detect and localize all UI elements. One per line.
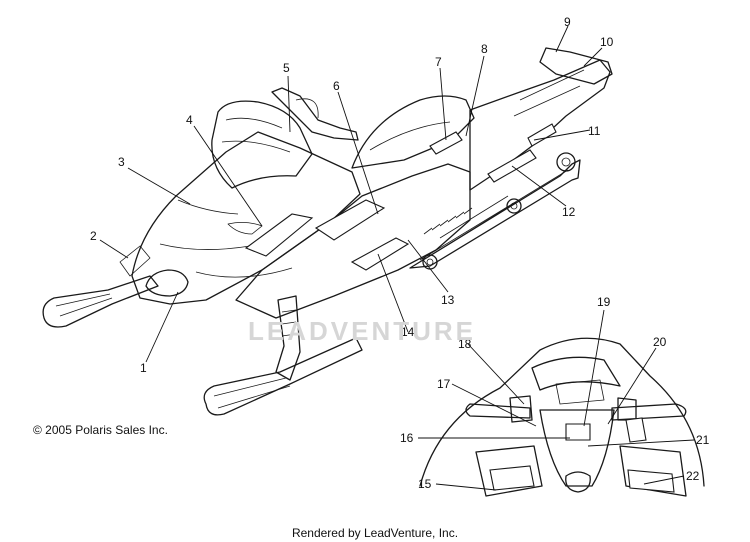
callout-4: 4 bbox=[186, 113, 193, 127]
decal-right-side bbox=[625, 417, 647, 443]
callout-8: 8 bbox=[481, 42, 488, 56]
callout-11: 11 bbox=[588, 124, 601, 138]
cockpit-inset-drawing bbox=[419, 337, 705, 497]
callout-15: 15 bbox=[418, 477, 432, 491]
callout-14: 14 bbox=[401, 325, 415, 339]
callout-12: 12 bbox=[562, 205, 576, 219]
callout-18: 18 bbox=[458, 337, 472, 351]
snowmobile-drawing bbox=[42, 47, 613, 416]
callout-20: 20 bbox=[653, 335, 667, 349]
callout-19: 19 bbox=[597, 295, 611, 309]
callout-labels: 1 2 3 4 5 6 7 8 9 10 11 12 13 14 15 16 1… bbox=[90, 15, 710, 491]
callout-22: 22 bbox=[686, 469, 700, 483]
callout-6: 6 bbox=[333, 79, 340, 93]
decal-left-cover bbox=[489, 465, 535, 491]
callout-21: 21 bbox=[696, 433, 710, 447]
decal-side-lower bbox=[350, 237, 410, 271]
decal-right-cover bbox=[627, 469, 675, 493]
callout-17: 17 bbox=[437, 377, 451, 391]
decal-console-top bbox=[565, 423, 591, 441]
watermark-text: LEADVENTURE bbox=[248, 316, 477, 346]
callout-10: 10 bbox=[600, 35, 614, 49]
callout-7: 7 bbox=[435, 55, 442, 69]
decal-seat-side bbox=[429, 131, 463, 155]
footer-credit: Rendered by LeadVenture, Inc. bbox=[291, 526, 459, 540]
decal-rear-bumper bbox=[527, 123, 557, 147]
callout-13: 13 bbox=[441, 293, 455, 307]
callout-5: 5 bbox=[283, 61, 290, 75]
leader-lines bbox=[99, 25, 695, 491]
callout-3: 3 bbox=[118, 155, 125, 169]
callout-9: 9 bbox=[564, 15, 571, 29]
callout-1: 1 bbox=[140, 361, 147, 375]
decal-hood bbox=[244, 213, 314, 257]
callout-2: 2 bbox=[90, 229, 97, 243]
callout-16: 16 bbox=[400, 431, 414, 445]
copyright-text: © 2005 Polaris Sales Inc. bbox=[33, 423, 168, 437]
decal-side-panel bbox=[314, 199, 386, 241]
